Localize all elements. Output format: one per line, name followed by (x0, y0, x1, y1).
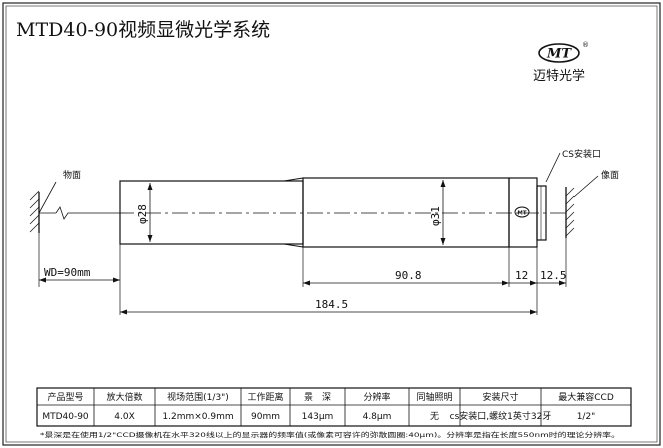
image-plane-label: 像面 (601, 169, 619, 181)
image-plane (565, 175, 599, 238)
dim-90-8-label: 90.8 (395, 269, 422, 282)
body-logo-badge (514, 206, 530, 218)
table-header-coaxial-illumination: 同轴照明 (416, 391, 452, 403)
registered-mark: ® (582, 41, 589, 49)
front-tube-shade (284, 181, 303, 244)
object-plane-label: 物面 (63, 169, 81, 181)
footnote: *景深是在使用1/2"CCD摄像机在水平320线以上的显示器的频率值(或像素可容… (40, 430, 620, 439)
table-cell-mount-size: cs安装口,螺纹1英寸32牙 (450, 410, 552, 422)
cs-mount-label: CS安装口 (562, 148, 601, 160)
table-cell-magnification: 4.0X (114, 412, 134, 422)
brand-logo: MT ® (538, 41, 589, 63)
cs-mount-leader (545, 152, 561, 183)
break-symbol (55, 206, 118, 220)
dim-12-label: 12 (515, 269, 528, 282)
cs-mount-flange (536, 185, 547, 241)
table-header-model: 产品型号 (47, 391, 83, 403)
page-title: MTD40-90视频显微光学系统 (16, 19, 270, 41)
table-cell-working-distance: 90mm (251, 412, 280, 422)
wd-dim-label: WD=90mm (44, 266, 91, 279)
brand-name: 迈特光学 (533, 68, 585, 84)
table-header-working-distance: 工作距离 (247, 391, 283, 403)
rear-tube (302, 177, 510, 248)
table-header-max-ccd: 最大兼容CCD (558, 391, 614, 403)
table-cell-depth-of-field: 143μm (302, 412, 334, 422)
table-header-depth-of-field: 景 深 (304, 392, 331, 403)
dia-rear-label: φ31 (429, 206, 442, 226)
table-header-field-of-view: 视场范围(1/3") (167, 391, 229, 403)
table-cell-coaxial-illumination: 无 (430, 411, 439, 422)
table-cell-model: MTD40-90 (42, 412, 89, 422)
table-cell-resolution: 4.8μm (363, 412, 392, 422)
dim-12-5-label: 12.5 (540, 269, 567, 282)
logo-mark: MT (546, 47, 572, 62)
inner-frame (5, 5, 658, 443)
object-plane (29, 181, 57, 233)
table-cell-max-ccd: 1/2" (577, 412, 596, 422)
spec-table: 产品型号 放大倍数 视场范围(1/3") 工作距离 景 深 分辨率 同轴照明 安… (36, 387, 632, 427)
logo-ellipse (538, 43, 580, 63)
table-header-magnification: 放大倍数 (106, 391, 142, 403)
body-logo-text: MT (517, 211, 526, 217)
dia-front-label: φ28 (136, 204, 149, 224)
table-header-resolution: 分辨率 (363, 391, 390, 403)
table-header-mount-size: 安装尺寸 (482, 391, 518, 403)
dim-184-5-label: 184.5 (315, 298, 348, 311)
table-cell-field-of-view: 1.2mm×0.9mm (162, 412, 233, 422)
